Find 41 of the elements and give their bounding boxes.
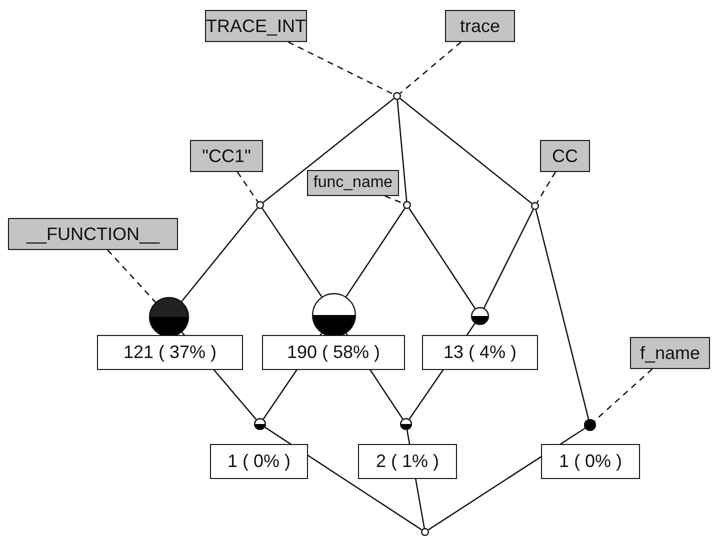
lattice-line xyxy=(346,208,406,298)
lattice-line xyxy=(408,208,476,309)
attribute-label: func_name xyxy=(307,170,399,196)
count-label: 2 ( 1% ) xyxy=(358,444,457,479)
attribute-label: TRACE_INT xyxy=(205,10,307,42)
leader-line xyxy=(288,41,394,95)
concept-circle xyxy=(256,201,264,209)
lattice-line xyxy=(428,428,586,530)
lattice-line xyxy=(483,209,534,308)
count-label: 121 ( 37% ) xyxy=(97,335,243,370)
concept-circle xyxy=(400,418,412,430)
lattice-line xyxy=(264,426,422,530)
count-label: 190 ( 58% ) xyxy=(262,335,405,370)
attribute-label: __FUNCTION__ xyxy=(8,218,178,250)
attribute-label: trace xyxy=(445,10,515,42)
concept-circle xyxy=(403,201,411,209)
concept-circle xyxy=(312,293,356,337)
concept-circle xyxy=(531,202,539,210)
lattice-line xyxy=(400,98,532,204)
attribute-label: f_name xyxy=(630,337,710,369)
lattice-line xyxy=(181,208,258,302)
lattice-line xyxy=(262,208,322,298)
lattice-line xyxy=(396,100,408,202)
leader-line xyxy=(536,172,556,203)
concept-circle xyxy=(393,92,401,100)
leader-line xyxy=(107,250,156,303)
concept-circle xyxy=(421,528,429,536)
concept-circle xyxy=(584,419,596,431)
count-label: 13 ( 4% ) xyxy=(422,335,538,370)
count-label: 1 ( 0% ) xyxy=(210,444,308,479)
leader-line xyxy=(594,368,653,422)
attribute-label: CC xyxy=(540,140,590,172)
count-label: 1 ( 0% ) xyxy=(541,444,640,479)
concept-circle xyxy=(149,297,189,337)
concept-circle xyxy=(254,418,266,430)
leader-line xyxy=(400,42,462,94)
leader-line xyxy=(236,172,258,202)
concept-circle xyxy=(471,307,489,325)
lattice-line xyxy=(262,98,394,204)
lattice-line xyxy=(535,210,590,420)
attribute-label: "CC1" xyxy=(190,140,263,172)
